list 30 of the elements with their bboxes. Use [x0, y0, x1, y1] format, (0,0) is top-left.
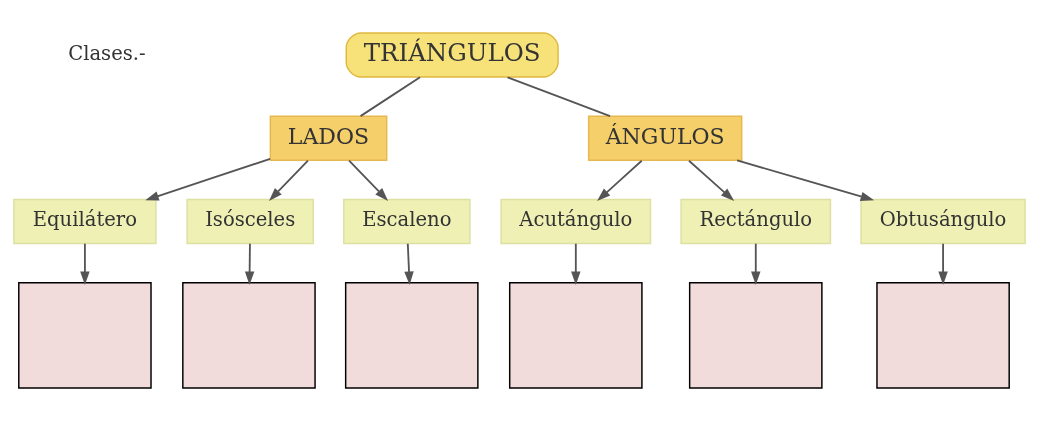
connector [506, 76, 611, 118]
node-box: Acutángulo [499, 198, 651, 245]
arrow [268, 159, 309, 201]
connector [359, 76, 421, 118]
arrow [347, 159, 388, 201]
node-box [688, 282, 823, 389]
arrow [750, 242, 760, 286]
node-box: TRIÁNGULOS [345, 32, 559, 78]
arrow [244, 242, 254, 286]
node-box [17, 282, 152, 389]
arrow [403, 242, 414, 286]
arrow [79, 242, 90, 286]
arrow [144, 157, 271, 201]
node-box: ÁNGULOS [587, 115, 742, 162]
node-box [508, 282, 643, 389]
node-box: Equilátero [12, 198, 157, 245]
node-box: Obtusángulo [859, 198, 1026, 245]
label: Clases.- [67, 41, 146, 65]
node-box: Isósceles [185, 198, 314, 245]
node-box [875, 282, 1010, 389]
arrow [570, 242, 581, 286]
node-box [181, 282, 316, 389]
node-box: LADOS [269, 115, 387, 162]
arrow [687, 159, 734, 202]
arrow [596, 159, 643, 202]
arrow [937, 242, 948, 286]
arrow [735, 159, 874, 201]
node-box [344, 282, 479, 389]
node-box: Escaleno [342, 198, 471, 245]
node-box: Rectángulo [679, 198, 831, 245]
